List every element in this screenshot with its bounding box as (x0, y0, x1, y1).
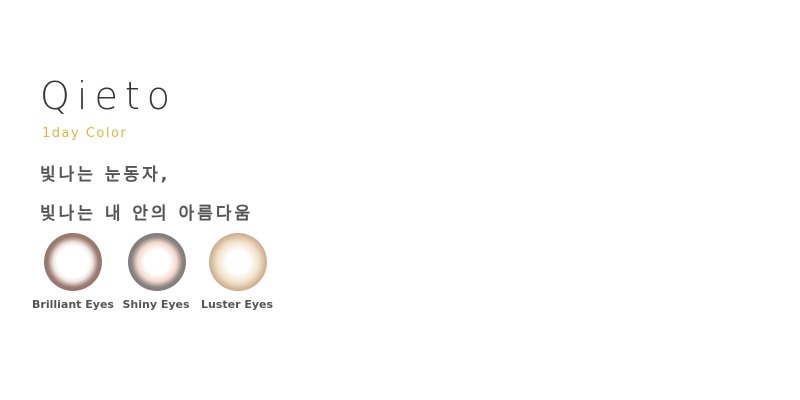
lens-label: Brilliant Eyes (32, 298, 114, 311)
lens-brilliant-eyes[interactable] (44, 233, 102, 291)
lens-luster-eyes[interactable] (209, 233, 267, 291)
lens-label: Luster Eyes (200, 298, 274, 311)
product-subtitle: 1day Color (42, 126, 128, 141)
tagline-line-1: 빛나는 눈동자, (40, 165, 171, 185)
tagline-line-2: 빛나는 내 안의 아름다움 (40, 204, 254, 224)
brand-logo: Qieto (40, 74, 177, 118)
lens-label: Shiny Eyes (122, 298, 190, 311)
lens-shiny-eyes[interactable] (128, 233, 186, 291)
